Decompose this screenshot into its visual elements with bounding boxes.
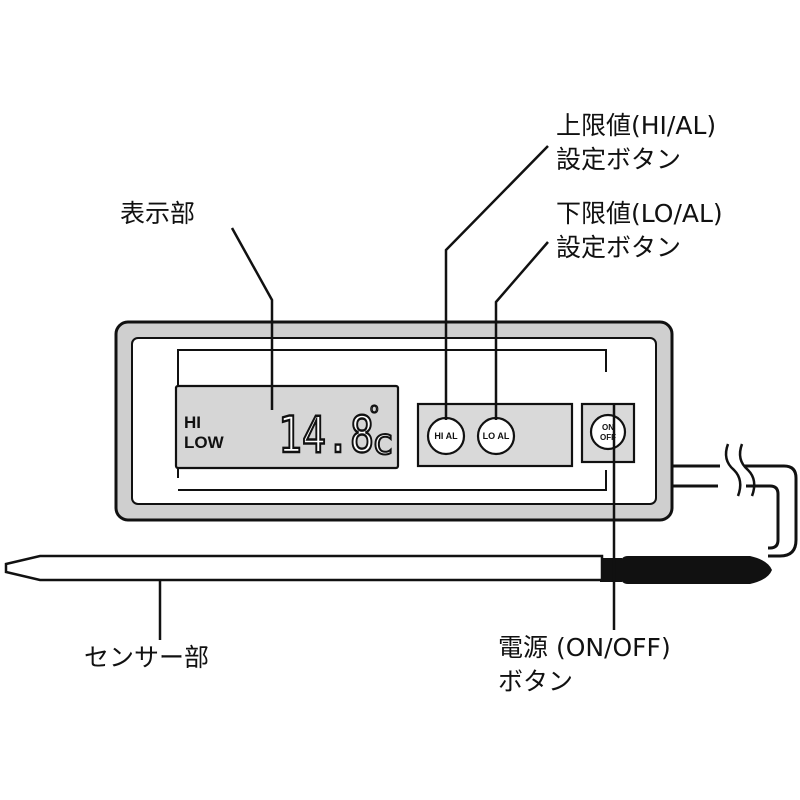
probe-handle bbox=[600, 556, 772, 584]
hi-al-button[interactable]: HI AL bbox=[426, 416, 466, 456]
hi-al-button-label: HI AL bbox=[434, 431, 458, 441]
power-button-off-label: OFF bbox=[600, 433, 616, 442]
lcd-degree-symbol: o bbox=[370, 401, 379, 417]
power-callout-line1: 電源 (ON/OFF) bbox=[498, 633, 671, 662]
sensor-cable bbox=[672, 443, 798, 558]
lcd-temperature-reading: 14.8 bbox=[278, 406, 374, 464]
lcd-unit-celsius: c bbox=[372, 422, 394, 463]
power-button-on-label: ON bbox=[602, 423, 614, 432]
display-callout: 表示部 bbox=[120, 199, 195, 228]
hi-button-callout-line2: 設定ボタン bbox=[556, 145, 681, 174]
hi-button-callout-line1: 上限値(HI/AL) bbox=[556, 111, 716, 140]
lo-button-callout-line2: 設定ボタン bbox=[556, 233, 681, 262]
lcd-display: HI LOW 14.8 o c bbox=[174, 384, 400, 470]
power-button[interactable]: ON OFF bbox=[580, 402, 636, 464]
lo-al-button[interactable]: LO AL bbox=[476, 416, 516, 456]
power-callout-line2: ボタン bbox=[498, 667, 573, 696]
lcd-low-indicator: LOW bbox=[184, 433, 225, 452]
leader-lines bbox=[158, 145, 616, 640]
sensor-callout: センサー部 bbox=[84, 643, 209, 672]
display-leader bbox=[230, 227, 274, 410]
lo-button-callout-line1: 下限値(LO/AL) bbox=[556, 199, 723, 228]
sensor-probe bbox=[4, 554, 604, 582]
lcd-hi-indicator: HI bbox=[184, 413, 201, 432]
lo-al-button-label: LO AL bbox=[483, 431, 510, 441]
lo-button-leader bbox=[494, 241, 549, 420]
hi-button-leader bbox=[444, 145, 549, 420]
